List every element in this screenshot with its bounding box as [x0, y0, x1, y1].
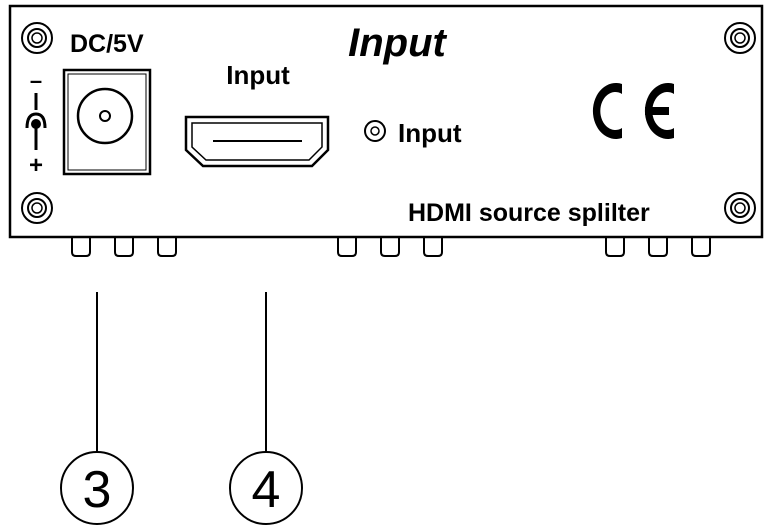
screw-icon-top-left	[21, 22, 53, 54]
ce-mark-logo: CE	[592, 83, 674, 140]
polarity-symbol-icon: – +	[25, 68, 47, 179]
screw-icon-top-right	[724, 22, 756, 54]
panel-feet	[71, 237, 711, 257]
callout-4: 4	[229, 451, 303, 525]
screw-icon-bottom-left	[21, 192, 53, 224]
panel-outline	[8, 4, 764, 239]
polarity-minus-label: –	[30, 68, 42, 93]
callout-number: 4	[252, 461, 281, 519]
callout-3: 3	[60, 451, 134, 525]
dc-power-jack[interactable]	[62, 68, 152, 176]
hdmi-input-label: Input	[226, 60, 290, 90]
screw-icon-bottom-right	[724, 192, 756, 224]
input-led-indicator	[364, 120, 386, 142]
callout-number: 3	[83, 461, 112, 519]
polarity-plus-label: +	[29, 152, 43, 179]
hdmi-input-port[interactable]	[184, 115, 330, 168]
panel-title: Input	[348, 21, 447, 65]
product-name-label: HDMI source splilter	[408, 199, 650, 227]
indicator-label: Input	[398, 118, 462, 148]
dc-power-label: DC/5V	[70, 30, 144, 58]
